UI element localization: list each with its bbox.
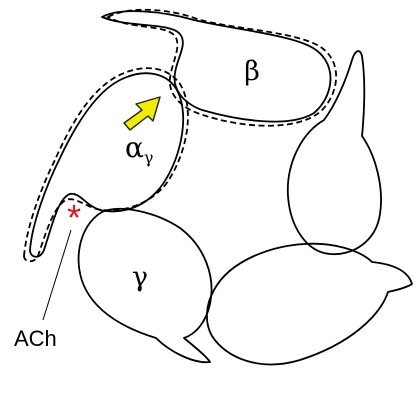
beta-label: β bbox=[244, 56, 260, 87]
ach-label: ACh bbox=[14, 326, 57, 351]
alpha-label-subscript: γ bbox=[144, 148, 154, 167]
subunit-alpha-right bbox=[288, 51, 381, 254]
subunit-delta-bottom bbox=[207, 244, 412, 365]
subunit-beta bbox=[102, 10, 336, 126]
ach-leader-line bbox=[43, 230, 71, 320]
subunit-alpha bbox=[24, 68, 188, 261]
alpha-label: αγ bbox=[125, 131, 153, 167]
alpha-label-main: α bbox=[125, 131, 144, 164]
yellow-arrow-icon bbox=[124, 97, 160, 130]
gamma-label: γ bbox=[132, 262, 148, 293]
alpha-subunit-dashed-outline bbox=[24, 68, 188, 261]
asterisk-icon: * bbox=[67, 197, 81, 238]
